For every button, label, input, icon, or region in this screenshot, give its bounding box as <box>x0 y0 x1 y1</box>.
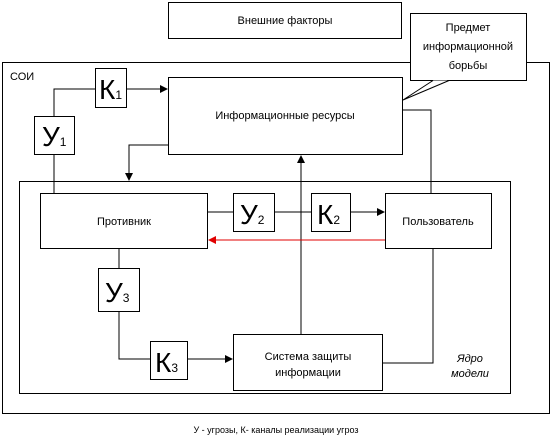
core-model-line2: модели <box>451 368 489 380</box>
threat-1-label: У1 <box>42 121 67 152</box>
connector-resources-to-user <box>402 109 432 193</box>
connector-u1-k1 <box>53 88 95 116</box>
threat-box-1 <box>34 116 75 155</box>
channel-box-3 <box>150 341 188 380</box>
protection-system-line1: Система защиты <box>265 351 352 363</box>
subject-callout-pointer <box>402 80 450 101</box>
threat-3-label: У3 <box>105 277 130 308</box>
user-label: Пользователь <box>402 216 474 228</box>
information-resources-box <box>168 77 403 155</box>
protection-system-box <box>233 334 383 391</box>
subject-of-warfare-line1: Предмет <box>446 22 491 34</box>
channel-1-label: К1 <box>99 74 122 105</box>
core-model-line1: Ядро <box>456 353 483 365</box>
channel-3-label: К3 <box>155 347 178 378</box>
soi-label: СОИ <box>10 71 34 83</box>
subject-of-warfare-line2: информационной <box>423 41 513 53</box>
threat-box-3 <box>98 268 140 312</box>
threat-box-2 <box>233 193 275 232</box>
threat-2-label: У2 <box>240 199 265 230</box>
external-factors-label: Внешние факторы <box>238 15 333 27</box>
external-factors-box <box>168 2 402 39</box>
soi-frame <box>2 62 550 414</box>
user-box <box>385 193 492 249</box>
core-model-frame <box>19 181 511 394</box>
connector-user-to-protection <box>383 248 434 364</box>
channel-box-2 <box>311 193 351 232</box>
protection-system-line2: информации <box>275 367 341 379</box>
connector-u3-k3 <box>118 312 150 360</box>
legend-caption: У - угрозы, К- каналы реализации угроз <box>193 425 358 435</box>
channel-box-1 <box>95 68 127 108</box>
adversary-label: Противник <box>97 216 151 228</box>
information-resources-label: Информационные ресурсы <box>215 110 354 122</box>
adversary-box <box>40 193 208 249</box>
channel-2-label: К2 <box>317 199 340 230</box>
subject-of-warfare-line3: борьбы <box>449 60 488 72</box>
arrow-resources-to-adversary <box>125 144 168 181</box>
subject-of-warfare-box <box>410 13 527 81</box>
